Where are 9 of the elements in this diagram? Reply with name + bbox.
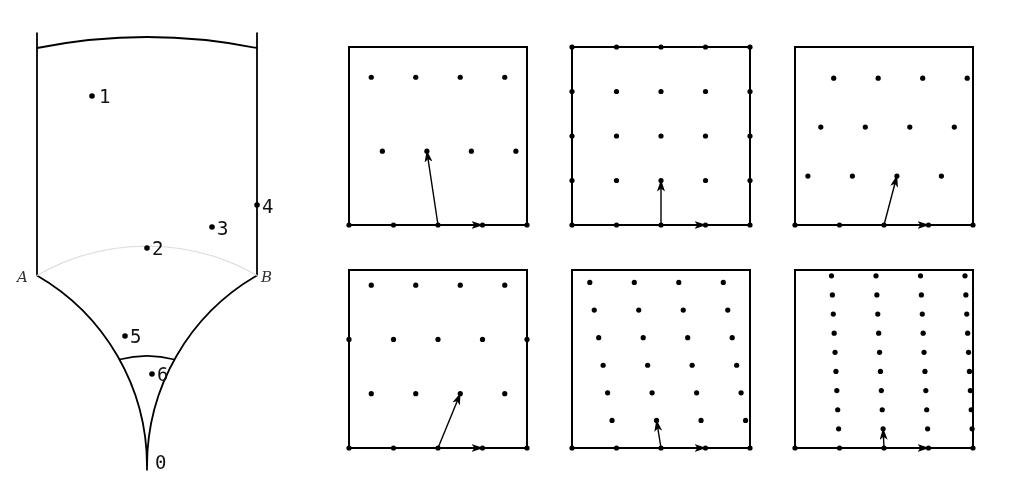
- point-label: 1: [99, 86, 111, 106]
- point-label: 3: [217, 218, 229, 238]
- point-label: 0: [155, 452, 167, 472]
- vertex-label: A: [17, 267, 28, 287]
- point-label: 4: [262, 196, 274, 216]
- point-label: 5: [130, 326, 142, 346]
- point-label: 2: [152, 238, 164, 258]
- vertex-label: B: [261, 267, 273, 287]
- point-label: 6: [157, 364, 169, 384]
